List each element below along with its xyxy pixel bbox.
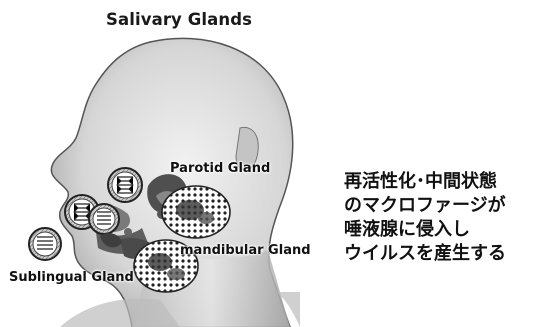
virus-cell-icon: [29, 228, 61, 260]
parotid-gland-label: Parotid Gland: [170, 161, 270, 176]
description-line: のマクロファージが: [344, 194, 542, 218]
submandibular-gland-label: mandibular Gland: [180, 243, 311, 258]
description-line: 唾液腺に侵入し: [344, 218, 542, 242]
virus-cell-icon: [108, 168, 142, 202]
infected-gland-icon: [162, 186, 230, 238]
description-line: 再活性化･中間状態: [344, 170, 542, 194]
virus-cell-icon: [89, 204, 119, 234]
description-text: 再活性化･中間状態 のマクロファージが 唾液腺に侵入し ウイルスを産生する: [344, 170, 542, 266]
description-line: ウイルスを産生する: [344, 242, 542, 266]
sublingual-gland-label: Sublingual Gland: [9, 270, 134, 285]
